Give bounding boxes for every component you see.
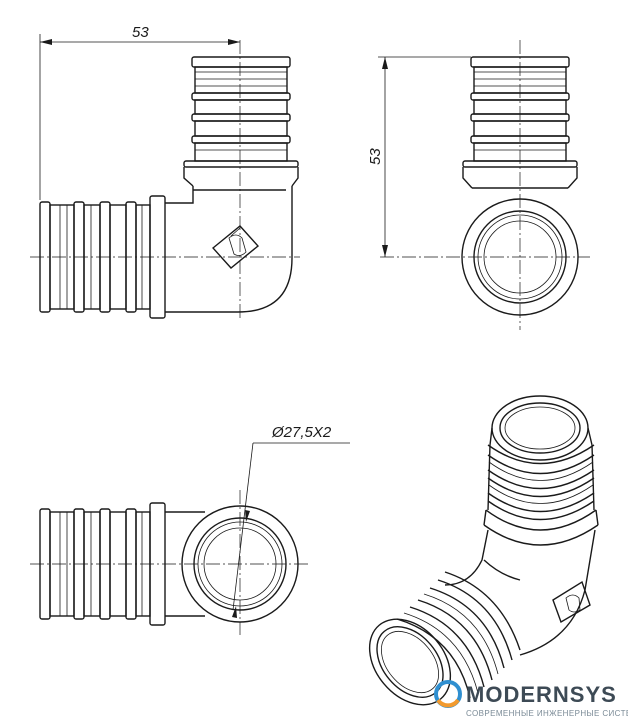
width-dimension: 53 [39, 24, 240, 200]
front-elbow-body [165, 186, 293, 313]
diameter-dimension-label: Ø27,5X2 [271, 424, 332, 441]
height-dimension: 53 [367, 56, 471, 257]
logo-ring-icon [434, 680, 462, 708]
logo-name: MODERNSYS [466, 682, 617, 707]
isometric-view [368, 395, 599, 706]
iso-brand-mark-icon [552, 580, 591, 624]
brand-mark-icon [211, 225, 260, 269]
modernsys-logo: MODERNSYS СОВРЕМЕННЫЕ ИНЖЕНЕРНЫЕ СИСТЕМЫ [434, 680, 628, 718]
width-dimension-label: 53 [132, 24, 149, 41]
top-view: Ø27,5X2 [30, 424, 350, 635]
iso-upper-pipe [483, 395, 599, 546]
iso-elbow-body [444, 529, 596, 656]
side-view: 53 [367, 40, 590, 330]
diameter-dimension: Ø27,5X2 [232, 424, 350, 618]
height-dimension-label: 53 [367, 148, 384, 165]
front-vertical-pipe [183, 56, 299, 187]
front-view: 53 [30, 24, 300, 320]
logo-tagline: СОВРЕМЕННЫЕ ИНЖЕНЕРНЫЕ СИСТЕМЫ [466, 709, 628, 718]
